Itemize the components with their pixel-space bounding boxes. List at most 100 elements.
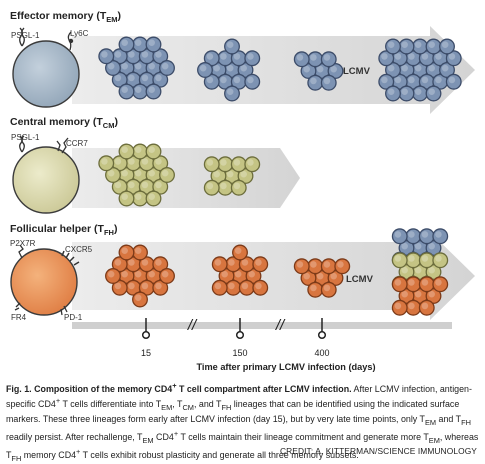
cluster-cell xyxy=(252,279,269,296)
cluster-cell-highlight xyxy=(226,88,234,95)
cluster-cell xyxy=(445,50,462,67)
cluster-cell xyxy=(118,190,135,207)
cluster-cell-highlight xyxy=(121,193,128,200)
cluster-cell-highlight xyxy=(408,279,415,286)
cluster-cell-highlight xyxy=(435,255,442,262)
cluster-em-rechallenge xyxy=(378,38,462,102)
cluster-cell xyxy=(378,73,395,90)
cluster-cell xyxy=(398,240,415,256)
cluster-cell-highlight xyxy=(134,294,142,301)
cluster-cell xyxy=(293,51,310,68)
cluster-cell-highlight xyxy=(381,53,388,60)
cluster-cell xyxy=(152,48,169,65)
cluster-cell-highlight xyxy=(141,282,149,290)
cluster-cell xyxy=(391,252,408,269)
cluster-cell xyxy=(211,279,228,296)
cluster-cell-highlight xyxy=(134,169,142,177)
progress-arrow-fh xyxy=(72,232,475,320)
progress-arrow-em xyxy=(72,26,475,114)
cluster-cell-highlight xyxy=(428,290,435,298)
cluster-cell-highlight xyxy=(128,282,135,290)
cluster-cell-highlight xyxy=(248,270,255,278)
cluster-cell-highlight xyxy=(394,279,402,286)
cluster-cell-highlight xyxy=(155,282,162,290)
cluster-cell-highlight xyxy=(128,51,135,58)
cluster-cell-highlight xyxy=(296,261,304,268)
cluster-cell-highlight xyxy=(155,74,162,82)
cluster-cell-highlight xyxy=(148,146,155,153)
cluster-cell-highlight xyxy=(330,65,337,73)
cluster-cell-highlight xyxy=(134,270,142,278)
cluster-cell xyxy=(385,38,401,55)
cluster-cell-highlight xyxy=(220,159,227,166)
cluster-cell-highlight xyxy=(114,74,122,82)
cluster-cell-highlight xyxy=(394,53,402,60)
cluster-cell xyxy=(244,50,261,67)
marker-psgl1-em: PSGL-1 xyxy=(11,31,40,40)
cluster-cell xyxy=(425,264,442,280)
cluster-fh-day15 xyxy=(105,244,175,308)
cluster-cell xyxy=(425,240,442,256)
cluster-cm-day15 xyxy=(98,143,175,207)
cluster-cell-highlight xyxy=(323,54,331,61)
cluster-cell xyxy=(232,244,248,261)
cluster-cell-highlight xyxy=(134,193,142,200)
marker-pd1: PD-1 xyxy=(64,313,83,322)
cell-cm xyxy=(12,135,80,214)
cluster-cell-highlight xyxy=(114,51,122,58)
cluster-cell-highlight xyxy=(141,74,149,82)
image-credit: CREDIT: A. KITTERMAN/SCIENCE IMMUNOLOGY xyxy=(279,446,477,456)
cluster-fh-rechallenge xyxy=(391,228,449,316)
cluster-cell xyxy=(105,268,121,284)
cluster-cell-highlight xyxy=(401,290,408,298)
cluster-cell-highlight xyxy=(114,158,122,165)
cluster-cell-highlight xyxy=(441,64,449,72)
timeline: // // 15 150 400 Time after primary LCMV… xyxy=(72,317,452,372)
cluster-cell-highlight xyxy=(428,88,435,95)
cluster-cell-highlight xyxy=(141,259,149,266)
cluster-cell-highlight xyxy=(214,259,222,266)
cluster-cell xyxy=(391,276,408,293)
cluster-cell-highlight xyxy=(141,158,149,165)
cluster-cell-highlight xyxy=(234,247,242,254)
cluster-cell-highlight xyxy=(134,247,142,254)
cluster-cell-highlight xyxy=(448,76,456,84)
cluster-cell-highlight xyxy=(155,181,162,189)
cluster-cell-highlight xyxy=(387,64,395,72)
cluster-cell-highlight xyxy=(101,51,108,58)
cluster-cell-highlight xyxy=(255,282,262,290)
cluster-cell xyxy=(98,155,115,172)
cluster-cell xyxy=(210,168,227,184)
cluster-cell-highlight xyxy=(241,282,249,290)
cluster-cell-highlight xyxy=(310,284,317,292)
row-title-em: Effector memory (TEM) xyxy=(10,10,121,24)
cluster-cell xyxy=(334,258,351,275)
cluster-fh-day150 xyxy=(211,244,269,296)
cluster-cell-highlight xyxy=(247,76,254,84)
cluster-cell-highlight xyxy=(221,270,228,278)
cluster-cell-highlight xyxy=(148,86,155,93)
cluster-cell-highlight xyxy=(121,86,128,93)
cluster-cell-highlight xyxy=(121,247,128,254)
cluster-cell-highlight xyxy=(199,64,207,72)
cluster-cell-highlight xyxy=(421,76,429,84)
cluster-cell-highlight xyxy=(128,158,135,165)
rechallenge-label-fh: LCMV xyxy=(346,274,374,285)
cluster-cell-highlight xyxy=(134,86,142,93)
cluster-cell xyxy=(230,179,247,196)
cluster-cell-highlight xyxy=(148,62,155,70)
timeline-bar xyxy=(72,322,452,329)
cluster-cell-highlight xyxy=(214,282,222,290)
cluster-cell-highlight xyxy=(134,146,142,153)
cluster-cell-highlight xyxy=(435,76,442,84)
cluster-cell-highlight xyxy=(421,279,429,286)
cluster-cell-highlight xyxy=(148,193,155,200)
cluster-cell xyxy=(385,62,401,78)
cluster-cell-highlight xyxy=(234,270,242,278)
cluster-cell-highlight xyxy=(128,74,135,82)
cluster-cell-highlight xyxy=(330,272,337,280)
cluster-cell-highlight xyxy=(435,279,442,286)
cluster-cell xyxy=(145,36,162,53)
cluster-cell xyxy=(111,71,128,88)
cluster-cell xyxy=(224,38,240,55)
